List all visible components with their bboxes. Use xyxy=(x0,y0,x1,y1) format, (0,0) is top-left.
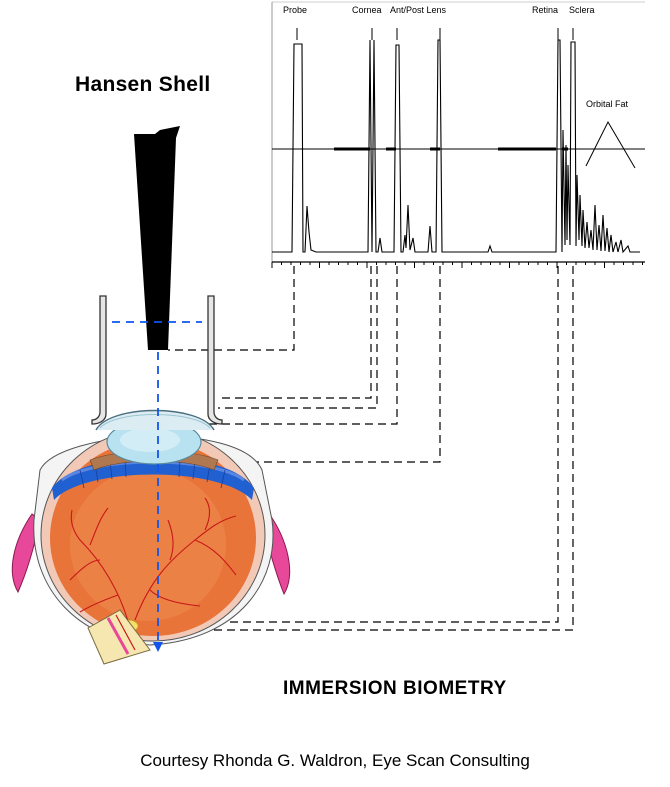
orbital-fat-triangle xyxy=(585,120,636,169)
peak-label-lens: Ant/Post Lens xyxy=(390,5,447,15)
shell-wall-left xyxy=(91,295,107,425)
connector-lens-post xyxy=(205,266,441,463)
connector-lines xyxy=(160,266,574,631)
peak-label-orbital-fat: Orbital Fat xyxy=(586,99,629,109)
a-scan-trace xyxy=(271,1,645,268)
eye-globe-illustration xyxy=(11,409,291,665)
axis-arrow-icon xyxy=(153,642,163,652)
hansen-shell xyxy=(91,295,223,425)
section-label: IMMERSION BIOMETRY xyxy=(283,678,507,699)
connector-sclera xyxy=(175,266,574,631)
peak-markers xyxy=(296,28,574,40)
cornea xyxy=(95,409,215,431)
blue-dash-lines xyxy=(112,321,202,650)
figure-title: Hansen Shell xyxy=(75,73,211,96)
credit-line: Courtesy Rhonda G. Waldron, Eye Scan Con… xyxy=(140,751,530,770)
connector-retina xyxy=(160,266,559,623)
axis-ticks xyxy=(271,262,643,268)
peak-label-probe: Probe xyxy=(283,5,308,15)
connector-cornea-2 xyxy=(218,266,378,409)
peak-label-sclera: Sclera xyxy=(569,5,595,15)
shell-wall-right xyxy=(207,295,223,425)
connector-probe xyxy=(168,266,295,351)
probe-shape xyxy=(134,126,180,350)
peak-label-retina: Retina xyxy=(532,5,559,15)
echo-trace xyxy=(272,39,640,254)
ciliary-band xyxy=(52,457,254,500)
retinal-vessels xyxy=(69,497,237,629)
connector-cornea-1 xyxy=(218,266,372,399)
peak-label-cornea: Cornea xyxy=(352,5,382,15)
connector-lens-ant xyxy=(200,266,398,425)
